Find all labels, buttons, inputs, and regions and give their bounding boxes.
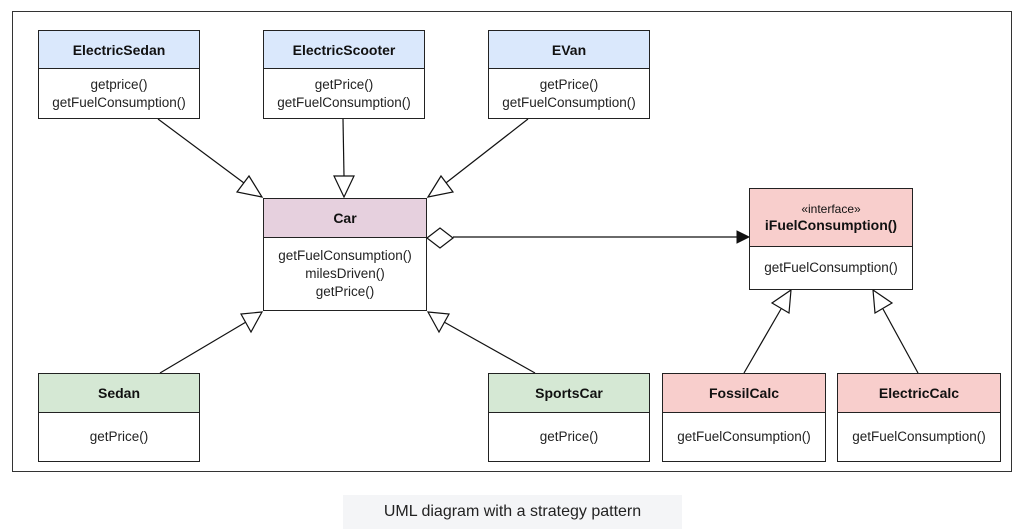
class-evan: EVan getPrice() getFuelConsumption() bbox=[488, 30, 650, 119]
class-methods: getFuelConsumption() bbox=[838, 413, 1000, 461]
class-header: «interface» iFuelConsumption() bbox=[750, 189, 912, 247]
method: getFuelConsumption() bbox=[502, 94, 636, 110]
class-methods: getprice() getFuelConsumption() bbox=[39, 69, 199, 118]
class-header: FossilCalc bbox=[663, 374, 825, 413]
class-header: SportsCar bbox=[489, 374, 649, 413]
class-name: ElectricScooter bbox=[292, 41, 396, 58]
class-name: EVan bbox=[551, 41, 587, 58]
inheritance-sportscar-car bbox=[426, 311, 536, 374]
realization-electriccalc-ifuel bbox=[872, 288, 919, 374]
method: getPrice() bbox=[539, 76, 599, 92]
class-header: Sedan bbox=[39, 374, 199, 413]
stereotype-label: «interface» bbox=[801, 202, 861, 216]
method: getprice() bbox=[90, 76, 148, 92]
method: getFuelConsumption() bbox=[677, 429, 811, 444]
class-methods: getPrice() bbox=[39, 413, 199, 461]
aggregation-car-ifuel bbox=[426, 227, 751, 249]
inheritance-evan-car bbox=[426, 118, 529, 198]
class-electric-scooter: ElectricScooter getPrice() getFuelConsum… bbox=[263, 30, 425, 119]
inheritance-electric-sedan-car bbox=[157, 118, 264, 198]
class-name: ElectricCalc bbox=[878, 385, 960, 401]
method: getPrice() bbox=[89, 429, 149, 444]
method: getPrice() bbox=[539, 429, 599, 444]
class-name: Sedan bbox=[97, 385, 140, 401]
class-name: FossilCalc bbox=[708, 385, 780, 401]
method: getFuelConsumption() bbox=[278, 248, 412, 263]
method: milesDriven() bbox=[305, 266, 385, 281]
class-fossil-calc: FossilCalc getFuelConsumption() bbox=[662, 373, 826, 462]
method: getPrice() bbox=[314, 76, 374, 92]
class-header: ElectricScooter bbox=[264, 31, 424, 69]
class-header: Car bbox=[264, 199, 426, 238]
class-name: SportsCar bbox=[535, 385, 603, 401]
class-methods: getFuelConsumption() bbox=[750, 247, 912, 289]
class-header: EVan bbox=[489, 31, 649, 69]
class-header: ElectricCalc bbox=[838, 374, 1000, 413]
method: getFuelConsumption() bbox=[764, 260, 898, 275]
class-header: ElectricSedan bbox=[39, 31, 199, 69]
interface-ifuel-consumption: «interface» iFuelConsumption() getFuelCo… bbox=[749, 188, 913, 290]
class-methods: getPrice() bbox=[489, 413, 649, 461]
method: getFuelConsumption() bbox=[852, 429, 986, 444]
class-methods: getFuelConsumption() milesDriven() getPr… bbox=[264, 238, 426, 310]
class-car: Car getFuelConsumption() milesDriven() g… bbox=[263, 198, 427, 311]
realization-fossilcalc-ifuel bbox=[743, 288, 792, 374]
class-electric-calc: ElectricCalc getFuelConsumption() bbox=[837, 373, 1001, 462]
class-sportscar: SportsCar getPrice() bbox=[488, 373, 650, 462]
class-methods: getFuelConsumption() bbox=[663, 413, 825, 461]
class-name: Car bbox=[333, 210, 357, 226]
inheritance-sedan-car bbox=[159, 311, 264, 374]
class-name: ElectricSedan bbox=[72, 41, 166, 58]
class-sedan: Sedan getPrice() bbox=[38, 373, 200, 462]
class-name: iFuelConsumption() bbox=[764, 217, 898, 233]
method: getFuelConsumption() bbox=[52, 94, 186, 110]
method: getFuelConsumption() bbox=[277, 94, 411, 110]
inheritance-electric-scooter-car bbox=[333, 118, 355, 199]
method: getPrice() bbox=[315, 284, 375, 299]
class-electric-sedan: ElectricSedan getprice() getFuelConsumpt… bbox=[38, 30, 200, 119]
class-methods: getPrice() getFuelConsumption() bbox=[264, 69, 424, 118]
figure-caption: UML diagram with a strategy pattern bbox=[343, 495, 682, 529]
class-methods: getPrice() getFuelConsumption() bbox=[489, 69, 649, 118]
